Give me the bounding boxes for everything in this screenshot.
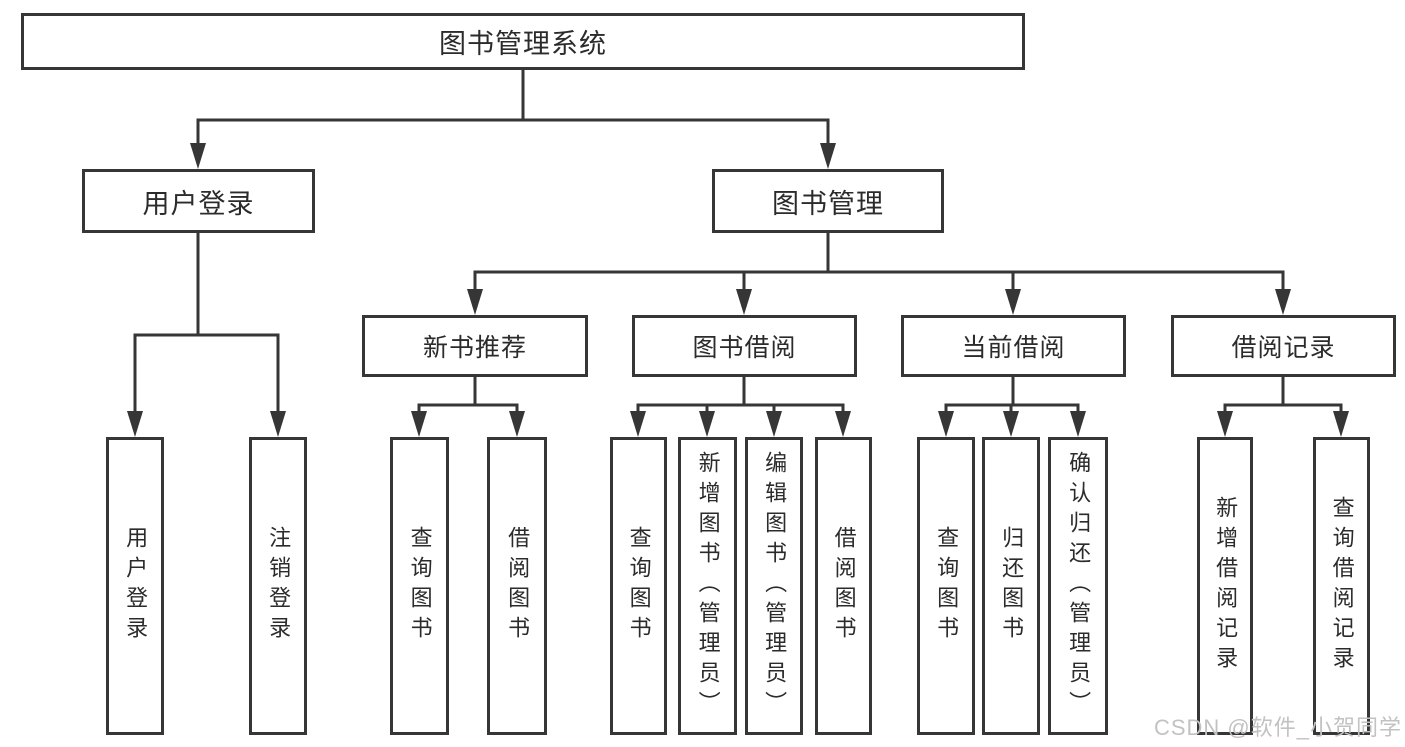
leaf-query-books-1: 查询图书: [390, 437, 449, 735]
node-book-borrowing: 图书借阅: [632, 315, 857, 377]
leaf-borrow-books-2: 借阅图书: [815, 437, 872, 735]
leaf-label: 查询图书: [407, 526, 433, 646]
leaf-label: 新增图书（管理员）: [695, 451, 721, 721]
leaf-user-login: 用户登录: [106, 437, 164, 735]
leaf-label: 归还图书: [999, 526, 1025, 646]
leaf-label: 借阅图书: [505, 526, 531, 646]
node-current-borrowing: 当前借阅: [901, 315, 1126, 377]
leaf-label: 查询图书: [934, 526, 960, 646]
leaf-add-books-admin: 新增图书（管理员）: [678, 437, 737, 735]
node-book-management: 图书管理: [712, 169, 944, 233]
node-library-management-system: 图书管理系统: [21, 13, 1025, 70]
node-borrowing-records: 借阅记录: [1171, 315, 1396, 377]
leaf-label: 查询图书: [626, 526, 652, 646]
arrowhead-icons: [127, 143, 1349, 437]
leaf-label: 注销登录: [266, 526, 292, 646]
leaf-confirm-return-admin: 确认归还（管理员）: [1048, 437, 1108, 735]
watermark: CSDN @软件_小贺同学: [1153, 715, 1402, 740]
leaf-label: 编辑图书（管理员）: [762, 451, 788, 721]
leaf-label: 借阅图书: [831, 526, 857, 646]
leaf-return-books: 归还图书: [982, 437, 1040, 735]
leaf-query-borrow-record: 查询借阅记录: [1313, 437, 1370, 735]
leaf-query-books-2: 查询图书: [610, 437, 667, 735]
leaf-edit-books-admin: 编辑图书（管理员）: [745, 437, 803, 735]
leaf-label: 用户登录: [123, 526, 149, 646]
leaf-label: 确认归还（管理员）: [1066, 451, 1092, 721]
leaf-logout: 注销登录: [249, 437, 307, 735]
node-user-login: 用户登录: [82, 169, 315, 233]
leaf-borrow-books-1: 借阅图书: [487, 437, 547, 735]
node-new-book-recommendation: 新书推荐: [362, 315, 588, 377]
leaf-label: 查询借阅记录: [1329, 496, 1355, 676]
leaf-query-books-3: 查询图书: [917, 437, 975, 735]
leaf-label: 新增借阅记录: [1213, 496, 1239, 676]
leaf-add-borrow-record: 新增借阅记录: [1197, 437, 1253, 735]
